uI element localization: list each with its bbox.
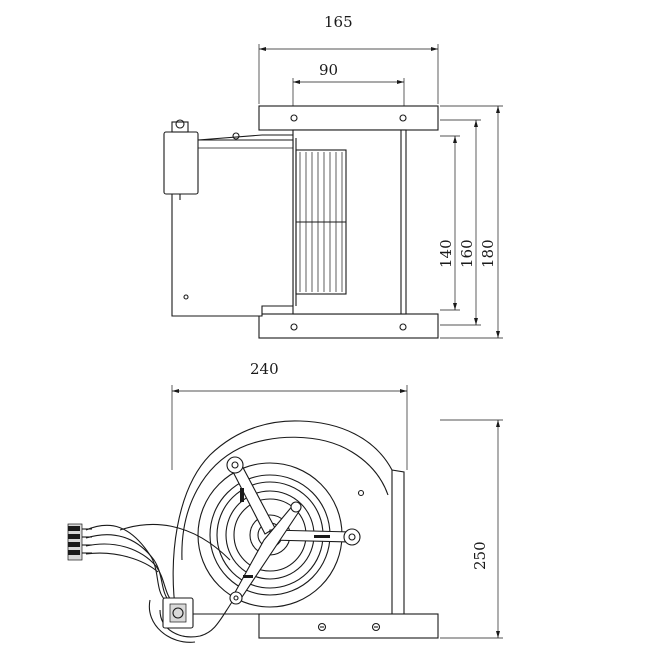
dim-label-240: 240 (250, 360, 279, 378)
dimension-90: 90 (292, 61, 405, 112)
dimension-165: 165 (258, 13, 439, 104)
dimension-180: 180 (440, 105, 503, 339)
dimension-240: 240 (171, 360, 408, 470)
top-flange (258, 105, 439, 131)
dimension-160: 160 (440, 119, 481, 326)
top-view: 165 90 (163, 13, 503, 339)
mounting-bracket (226, 456, 361, 605)
dim-label-250: 250 (471, 541, 489, 570)
dim-label-90: 90 (319, 61, 338, 79)
mounting-base (258, 613, 439, 639)
flange-hole (399, 323, 407, 331)
front-view: 240 250 (67, 360, 503, 643)
flange-hole (290, 114, 298, 122)
dimension-140: 140 (437, 135, 460, 311)
capacitor (163, 119, 199, 200)
dimension-250: 250 (440, 419, 503, 639)
terminal-block (67, 523, 92, 561)
motor-body (171, 134, 294, 317)
dim-label-140: 140 (437, 239, 455, 268)
dim-label-165: 165 (324, 13, 353, 31)
impeller-blades (295, 149, 347, 295)
flange-hole (290, 323, 298, 331)
flange-hole (399, 114, 407, 122)
capacitor-front (162, 597, 194, 629)
dim-label-160: 160 (458, 239, 476, 268)
dim-label-180: 180 (479, 239, 497, 268)
bottom-flange (258, 313, 439, 339)
